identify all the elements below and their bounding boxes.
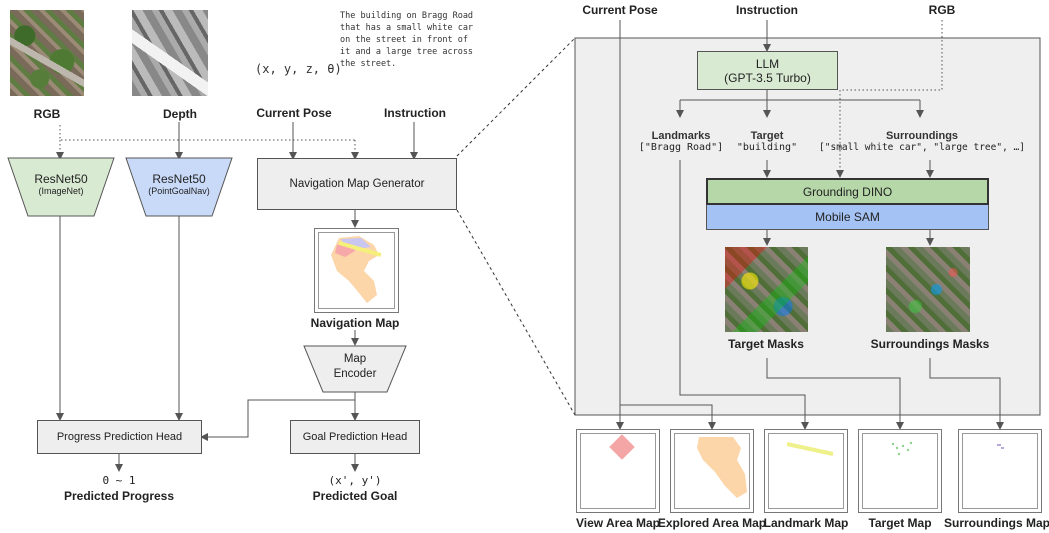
rgb-thumbnail bbox=[10, 10, 84, 96]
resnet-imagenet: ResNet50 (ImageNet) bbox=[34, 172, 88, 196]
instruction-label: Instruction bbox=[384, 106, 446, 120]
goal-prediction-head: Goal Prediction Head bbox=[290, 420, 420, 454]
right-instruction-label: Instruction bbox=[736, 3, 798, 17]
surroundings-masks-image bbox=[886, 247, 970, 332]
target-map bbox=[858, 429, 942, 513]
surroundings-map bbox=[958, 429, 1042, 513]
target-masks-image bbox=[725, 247, 808, 332]
pose-symbol: (x, y, z, θ) bbox=[255, 62, 342, 76]
view-area-map bbox=[576, 429, 660, 513]
goal-value: (x', y') bbox=[328, 474, 382, 487]
progress-prediction-head: Progress Prediction Head bbox=[37, 420, 202, 454]
navigation-map-label: Navigation Map bbox=[310, 316, 400, 330]
current-pose-label: Current Pose bbox=[256, 106, 332, 120]
landmark-map bbox=[764, 429, 848, 513]
map-label-surroundings: Surroundings Map bbox=[944, 516, 1049, 530]
surroundings-masks-label: Surroundings Masks bbox=[870, 337, 990, 351]
grounding-dino-box: Grounding DINO bbox=[706, 178, 989, 205]
depth-thumbnail bbox=[132, 10, 208, 96]
rgb-label: RGB bbox=[33, 107, 61, 121]
landmarks-output: Landmarks ["Bragg Road"] bbox=[638, 130, 724, 153]
predicted-goal-label: Predicted Goal bbox=[312, 489, 398, 503]
navigation-map-generator: Navigation Map Generator bbox=[257, 158, 457, 210]
instruction-text: The building on Bragg Road that has a sm… bbox=[340, 11, 474, 69]
map-encoder: Map Encoder bbox=[333, 353, 377, 380]
map-label-target: Target Map bbox=[868, 516, 932, 530]
right-current-pose-label: Current Pose bbox=[582, 3, 658, 17]
target-output: Target "building" bbox=[736, 130, 798, 153]
llm-box: LLM (GPT-3.5 Turbo) bbox=[697, 51, 838, 90]
target-masks-label: Target Masks bbox=[728, 337, 804, 351]
resnet-imagenet-shape bbox=[7, 157, 115, 217]
resnet-pointgoalnav-shape bbox=[125, 157, 233, 217]
map-encoder-shape bbox=[303, 345, 407, 393]
map-label-landmark: Landmark Map bbox=[763, 516, 849, 530]
map-label-view-area: View Area Map bbox=[575, 516, 661, 530]
progress-value: 0 ~ 1 bbox=[102, 474, 136, 487]
map-label-explored-area: Explored Area Map bbox=[657, 516, 767, 530]
predicted-progress-label: Predicted Progress bbox=[63, 489, 175, 503]
depth-label: Depth bbox=[163, 107, 197, 121]
navigation-map bbox=[314, 228, 399, 313]
right-rgb-label: RGB bbox=[928, 3, 956, 17]
explored-area-map bbox=[670, 429, 754, 513]
surroundings-output: Surroundings ["small white car", "large … bbox=[819, 130, 1025, 153]
resnet-pointgoalnav: ResNet50 (PointGoalNav) bbox=[148, 172, 210, 196]
mobile-sam-box: Mobile SAM bbox=[706, 205, 989, 230]
